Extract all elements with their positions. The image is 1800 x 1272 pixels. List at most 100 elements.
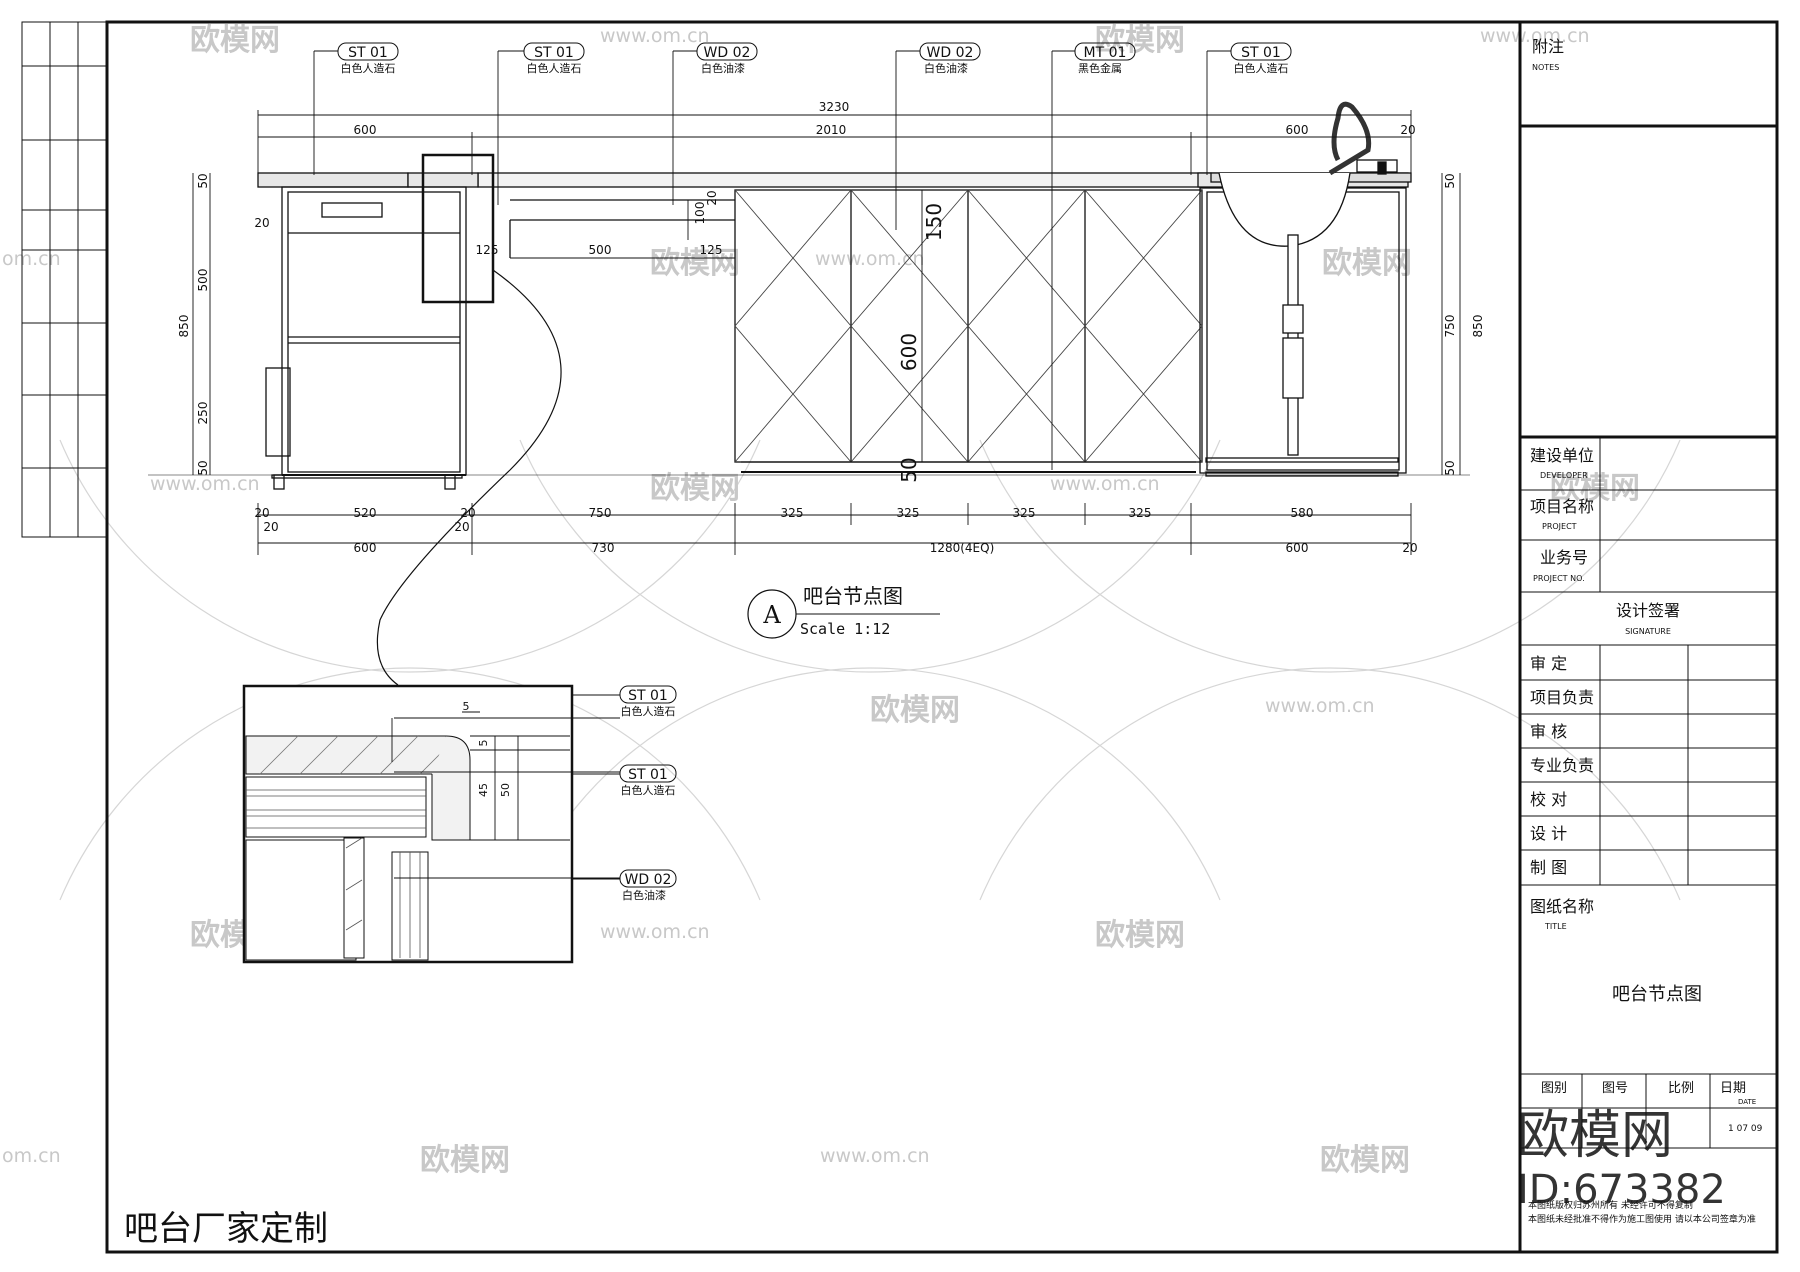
footer-note: 吧台厂家定制 <box>124 1209 328 1249</box>
counter-elevation <box>257 101 1412 490</box>
callout-tag <box>619 685 677 704</box>
callout-tag <box>919 42 981 61</box>
dimension-lines <box>148 110 1470 555</box>
revision-grid <box>21 21 108 538</box>
callout-desc: 白色油漆 <box>924 61 968 75</box>
project-no-label: 业务号 <box>1540 548 1588 567</box>
dim-right: 50 <box>1443 173 1457 188</box>
dim-inner: 20 <box>705 190 719 205</box>
watermark-site: www.om.cn <box>1050 473 1160 495</box>
dim-left: 250 <box>196 402 210 425</box>
title-block-text: 附注 NOTES 建设单位 DEVELOPER 项目名称 PROJECT 业务号… <box>1528 37 1763 1225</box>
view-title-text: 吧台节点图 <box>803 584 903 608</box>
callout-desc: 黑色金属 <box>1078 61 1122 75</box>
dim-bottom2: 730 <box>592 541 615 555</box>
dim-bottom2: 1280(4EQ) <box>930 541 995 555</box>
dim-inner: 125 <box>700 243 723 257</box>
info-header: 图号 <box>1602 1081 1628 1096</box>
callout-tag <box>1074 42 1136 61</box>
detail-dim: 5 <box>463 700 470 713</box>
callout-desc: 白色油漆 <box>701 61 745 75</box>
detail-callout-desc: 白色油漆 <box>622 888 666 902</box>
dim-bottom2: 600 <box>354 541 377 555</box>
view-title: A 吧台节点图 Scale 1:12 <box>747 584 940 639</box>
callout-tag <box>337 42 399 61</box>
signature-row-label: 设 计 <box>1530 824 1567 843</box>
dim-right: 850 <box>1471 315 1485 338</box>
dim-right: 50 <box>1443 460 1457 475</box>
watermark-site: www.om.cn <box>600 921 710 943</box>
watermark-id: ID:673382 <box>1517 1167 1726 1213</box>
detail-callout-code: ST 01 <box>628 688 668 704</box>
dim-right: 750 <box>1443 315 1457 338</box>
info-header: 图别 <box>1541 1081 1567 1096</box>
dim-bottom: 325 <box>1013 506 1036 520</box>
signature-row-label: 制 图 <box>1530 858 1567 877</box>
callout-tag <box>696 42 758 61</box>
project-no-label-en: PROJECT NO. <box>1533 574 1585 583</box>
watermark-brand: 欧模网 <box>870 693 960 728</box>
notes-label-en: NOTES <box>1532 63 1559 72</box>
callout-tag <box>523 42 585 61</box>
signature-row-label: 项目负责 <box>1530 688 1594 707</box>
notes-label: 附注 <box>1532 37 1564 56</box>
dim-bottom-sub: 20 <box>454 520 469 534</box>
callout-leaders <box>313 51 1208 470</box>
callout-desc: 白色人造石 <box>1234 61 1289 75</box>
dim-bottom: 20 <box>460 506 475 520</box>
callout-code: WD 02 <box>927 45 974 61</box>
signature-row-label: 审 核 <box>1530 722 1567 741</box>
watermark-site: www.om.cn <box>1480 25 1590 47</box>
dim-top: 600 <box>1286 123 1309 137</box>
callout-code: ST 01 <box>348 45 388 61</box>
signature-row-label: 校 对 <box>1530 790 1567 809</box>
view-scale-text: Scale 1:12 <box>800 620 890 638</box>
watermark-brand: 欧模网 <box>1320 1143 1410 1178</box>
signature-row-label: 审 定 <box>1530 654 1567 673</box>
dim-bottom: 750 <box>589 506 612 520</box>
callout-code: ST 01 <box>534 45 574 61</box>
dim-left: 50 <box>196 173 210 188</box>
developer-label: 建设单位 <box>1530 446 1594 465</box>
detail-callout-box <box>421 153 495 304</box>
dim-inner: 100 <box>693 202 707 225</box>
dim-bottom: 20 <box>254 506 269 520</box>
watermark-site: www.om.cn <box>820 1145 930 1167</box>
date-value: 1 07 09 <box>1728 1124 1763 1134</box>
dim-bottom: 325 <box>897 506 920 520</box>
dim-top: 2010 <box>816 123 847 137</box>
dim-bottom2: 600 <box>1286 541 1309 555</box>
dim-inner-large: 150 <box>922 203 946 241</box>
dim-bottom: 325 <box>1129 506 1152 520</box>
callout-desc: 白色人造石 <box>341 61 396 75</box>
watermark-site: www.om.cn <box>815 248 925 270</box>
callout-desc: 白色人造石 <box>527 61 582 75</box>
detail-callout-tags: ST 01 白色人造石 ST 01 白色人造石 WD 02 白色油漆 <box>572 685 677 902</box>
dim-top: 20 <box>1400 123 1415 137</box>
dim-bottom: 325 <box>781 506 804 520</box>
callout-tag <box>619 764 677 783</box>
footer-note-line: 本图纸未经批准不得作为施工图使用 请以本公司签章为准 <box>1528 1213 1756 1225</box>
detail-callout-code: WD 02 <box>625 872 672 888</box>
watermark-layer <box>59 439 1681 901</box>
footer-note-line: 本图纸版权归苏州所有 未经许可不得复制 <box>1528 1199 1693 1211</box>
dim-inner-large: 600 <box>897 333 921 371</box>
dim-bottom2: 20 <box>1402 541 1417 555</box>
material-callout-tags: ST 01 白色人造石 ST 01 白色人造石 WD 02 白色油漆 WD 02… <box>314 42 1292 75</box>
watermark-brand: 欧模网 <box>1095 23 1185 58</box>
callout-code: ST 01 <box>1241 45 1281 61</box>
enlarged-detail: 5 5 45 50 <box>242 684 620 964</box>
watermark-site-partial: om.cn <box>2 248 61 270</box>
detail-dim: 45 <box>477 783 490 797</box>
detail-dim: 5 <box>477 740 490 747</box>
project-label-en: PROJECT <box>1542 522 1577 531</box>
developer-label-en: DEVELOPER <box>1540 471 1588 480</box>
watermark-site: www.om.cn <box>150 473 260 495</box>
detail-dim: 50 <box>499 783 512 797</box>
title-block <box>1519 21 1778 1253</box>
watermark-brand: 欧模网 <box>650 471 740 506</box>
watermark-brand: 欧模网 <box>650 246 740 281</box>
watermark-brand: 欧模网 <box>1095 918 1185 953</box>
dimension-text: 3230 600 2010 600 20 50 500 250 50 850 2… <box>177 100 1485 555</box>
callout-code: WD 02 <box>704 45 751 61</box>
